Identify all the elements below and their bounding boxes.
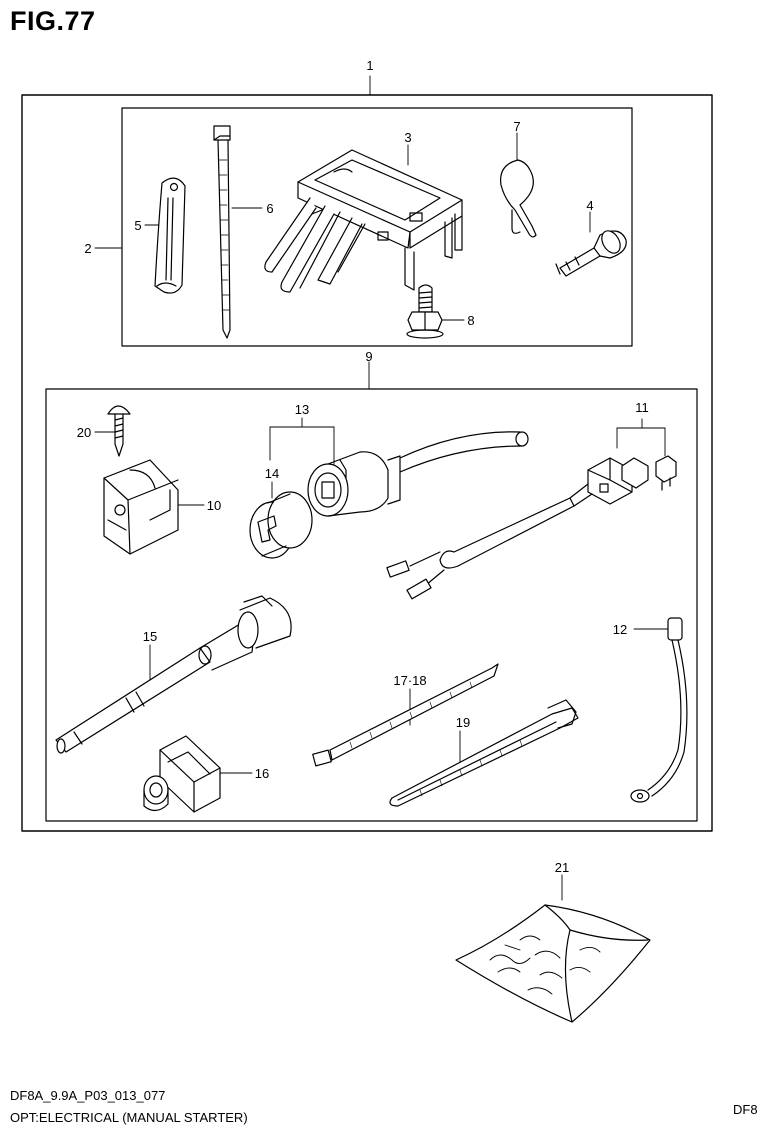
part-15-cable-plug-illustration — [55, 595, 292, 754]
callout-6: 6 — [266, 201, 273, 216]
part-21-instruction-bag-illustration — [455, 904, 651, 1023]
callout-9: 9 — [365, 349, 372, 364]
callout-16: 16 — [255, 766, 269, 781]
callout-labels: 1 2 3 4 5 6 7 8 9 10 11 12 13 14 15 16 1… — [77, 58, 649, 875]
part-3-harness-housing-illustration — [264, 149, 463, 293]
part-17-18-cable-tie-illustration — [312, 663, 499, 767]
callout-12: 12 — [613, 622, 627, 637]
part-16-grommet-illustration — [143, 735, 221, 813]
part-7-clamp-illustration — [500, 159, 537, 238]
part-11-harness-illustration — [386, 455, 677, 600]
callout-2: 2 — [84, 241, 91, 256]
model-fragment: DF8 — [733, 1102, 758, 1117]
callout-15: 15 — [143, 629, 157, 644]
upper-kit-frame — [121, 107, 633, 347]
callout-14: 14 — [265, 466, 279, 481]
callout-13: 13 — [295, 402, 309, 417]
part-5-clip-illustration — [154, 177, 186, 294]
part-19-cable-tie-illustration — [389, 699, 579, 807]
part-14-cap-illustration — [249, 491, 313, 559]
callout-19: 19 — [456, 715, 470, 730]
part-12-ground-wire-illustration — [630, 617, 688, 803]
callout-21: 21 — [555, 860, 569, 875]
part-6-cable-tie-illustration — [213, 125, 231, 339]
callout-17-18: 17·18 — [393, 673, 426, 688]
leader-lines — [94, 75, 671, 901]
callout-10: 10 — [207, 498, 221, 513]
diagram-code: DF8A_9.9A_P03_013_077 — [10, 1088, 166, 1103]
callout-11: 11 — [635, 400, 649, 415]
diagram-description: OPT:ELECTRICAL (MANUAL STARTER) — [10, 1110, 248, 1125]
callout-3: 3 — [404, 130, 411, 145]
part-10-holder-illustration — [103, 459, 179, 555]
figure-title: FIG.77 — [10, 6, 96, 36]
callout-1: 1 — [366, 58, 373, 73]
part-13-connector-illustration — [307, 431, 529, 517]
part-4-terminal-illustration — [555, 230, 627, 277]
outer-kit-frame — [21, 94, 713, 832]
callout-7: 7 — [513, 119, 520, 134]
callout-5: 5 — [134, 218, 141, 233]
part-20-screw-illustration — [107, 405, 131, 457]
part-8-bolt-illustration — [406, 284, 444, 339]
callout-20: 20 — [77, 425, 91, 440]
callout-8: 8 — [467, 313, 474, 328]
lower-kit-frame — [45, 388, 698, 822]
callout-4: 4 — [586, 198, 593, 213]
